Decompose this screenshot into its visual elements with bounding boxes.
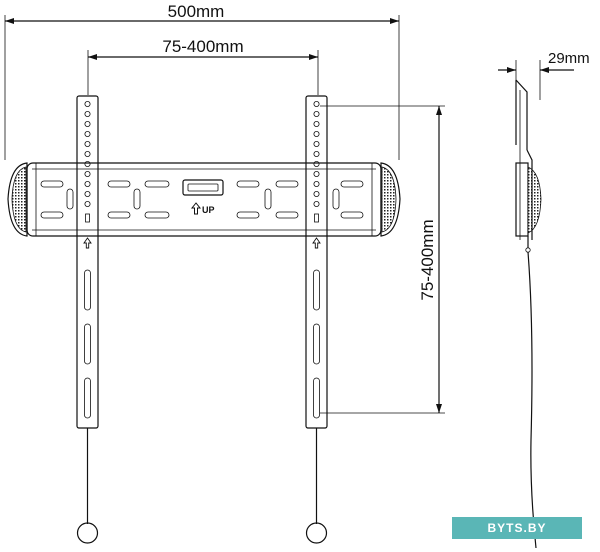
overall-width-label: 500mm [168, 2, 225, 21]
left-arm-slots [84, 269, 91, 419]
right-safety-cord [305, 428, 328, 544]
up-arrow-icon [190, 202, 202, 215]
watermark-logo: BYTS.BY [452, 517, 582, 539]
left-arm-up-arrow-icon [83, 237, 92, 249]
left-arm-holes [84, 101, 91, 223]
bubble-level [182, 179, 224, 196]
right-vertical-arm [305, 95, 328, 544]
right-end-cap [371, 162, 401, 237]
left-safety-cord [76, 428, 99, 544]
dimension-wall-depth: 29mm [498, 50, 590, 100]
wall-depth-label: 29mm [548, 50, 590, 67]
vertical-slots [66, 188, 340, 210]
right-arm-holes [313, 101, 320, 223]
left-vertical-arm [76, 95, 99, 544]
right-arm-slots [313, 269, 320, 419]
left-end-cap [7, 162, 37, 237]
bottom-slot-row [40, 211, 364, 219]
dimension-overall-width: 500mm [4, 2, 400, 160]
hole-spacing-horizontal-label: 75-400mm [162, 37, 243, 56]
side-profile-view [515, 79, 542, 549]
wall-plate: UP [7, 162, 401, 237]
dimension-hole-spacing-horizontal: 75-400mm [87, 37, 319, 95]
up-label: UP [202, 205, 215, 215]
top-slot-row [40, 180, 364, 188]
dimension-hole-spacing-vertical: 75-400mm [320, 105, 445, 414]
hole-spacing-vertical-label: 75-400mm [418, 219, 437, 300]
right-arm-up-arrow-icon [312, 237, 321, 249]
